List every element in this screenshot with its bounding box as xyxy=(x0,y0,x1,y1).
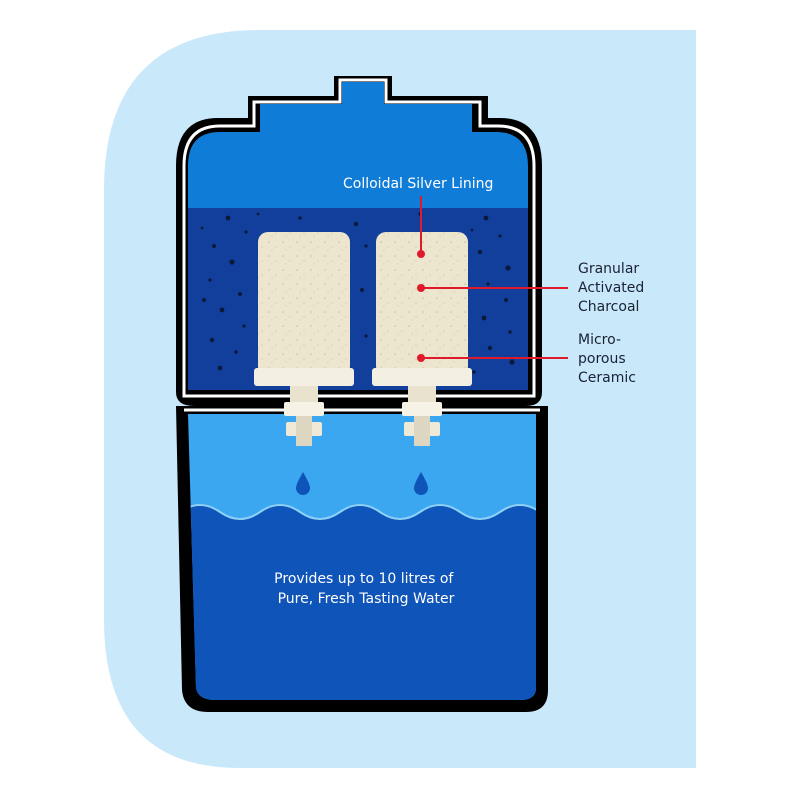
water-drop-right-icon xyxy=(414,472,428,495)
label-charcoal: Granular Activated Charcoal xyxy=(578,261,649,315)
charcoal-granules xyxy=(200,212,515,374)
pointer-charcoal xyxy=(417,284,568,292)
filter-right xyxy=(372,232,472,446)
upper-chamber-rim xyxy=(182,78,536,398)
label-silver-lining: Colloidal Silver Lining xyxy=(343,176,493,192)
lower-water-surface xyxy=(188,505,536,700)
water-drop-left-icon xyxy=(296,472,310,495)
filter-left xyxy=(254,232,354,446)
charcoal-layer xyxy=(188,208,528,390)
pointer-ceramic xyxy=(417,354,568,362)
label-output: Provides up to 10 litres of Pure, Fresh … xyxy=(274,571,458,607)
label-ceramic: Micro- porous Ceramic xyxy=(578,332,636,386)
pointer-silver xyxy=(417,196,425,258)
